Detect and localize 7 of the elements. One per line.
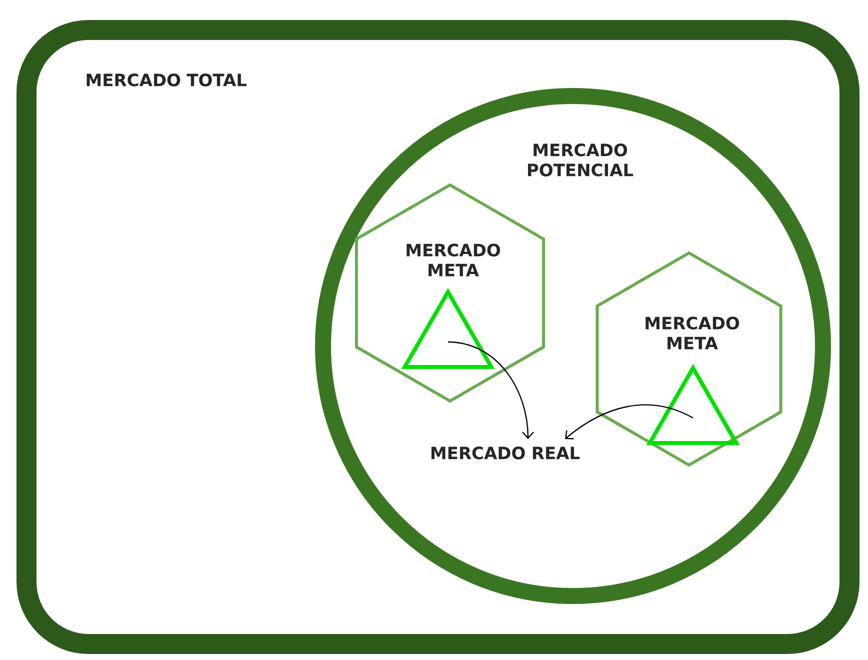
node-label: MERCADO TOTAL	[86, 74, 247, 86]
curved-arrow	[565, 404, 694, 440]
node-label: MERCADO META	[406, 244, 500, 276]
node-label: MERCADO REAL	[431, 446, 580, 460]
curved-arrow	[448, 341, 534, 439]
node-label: MERCADO META	[646, 316, 740, 350]
node-label: MERCADO POTENCIAL	[528, 144, 634, 176]
